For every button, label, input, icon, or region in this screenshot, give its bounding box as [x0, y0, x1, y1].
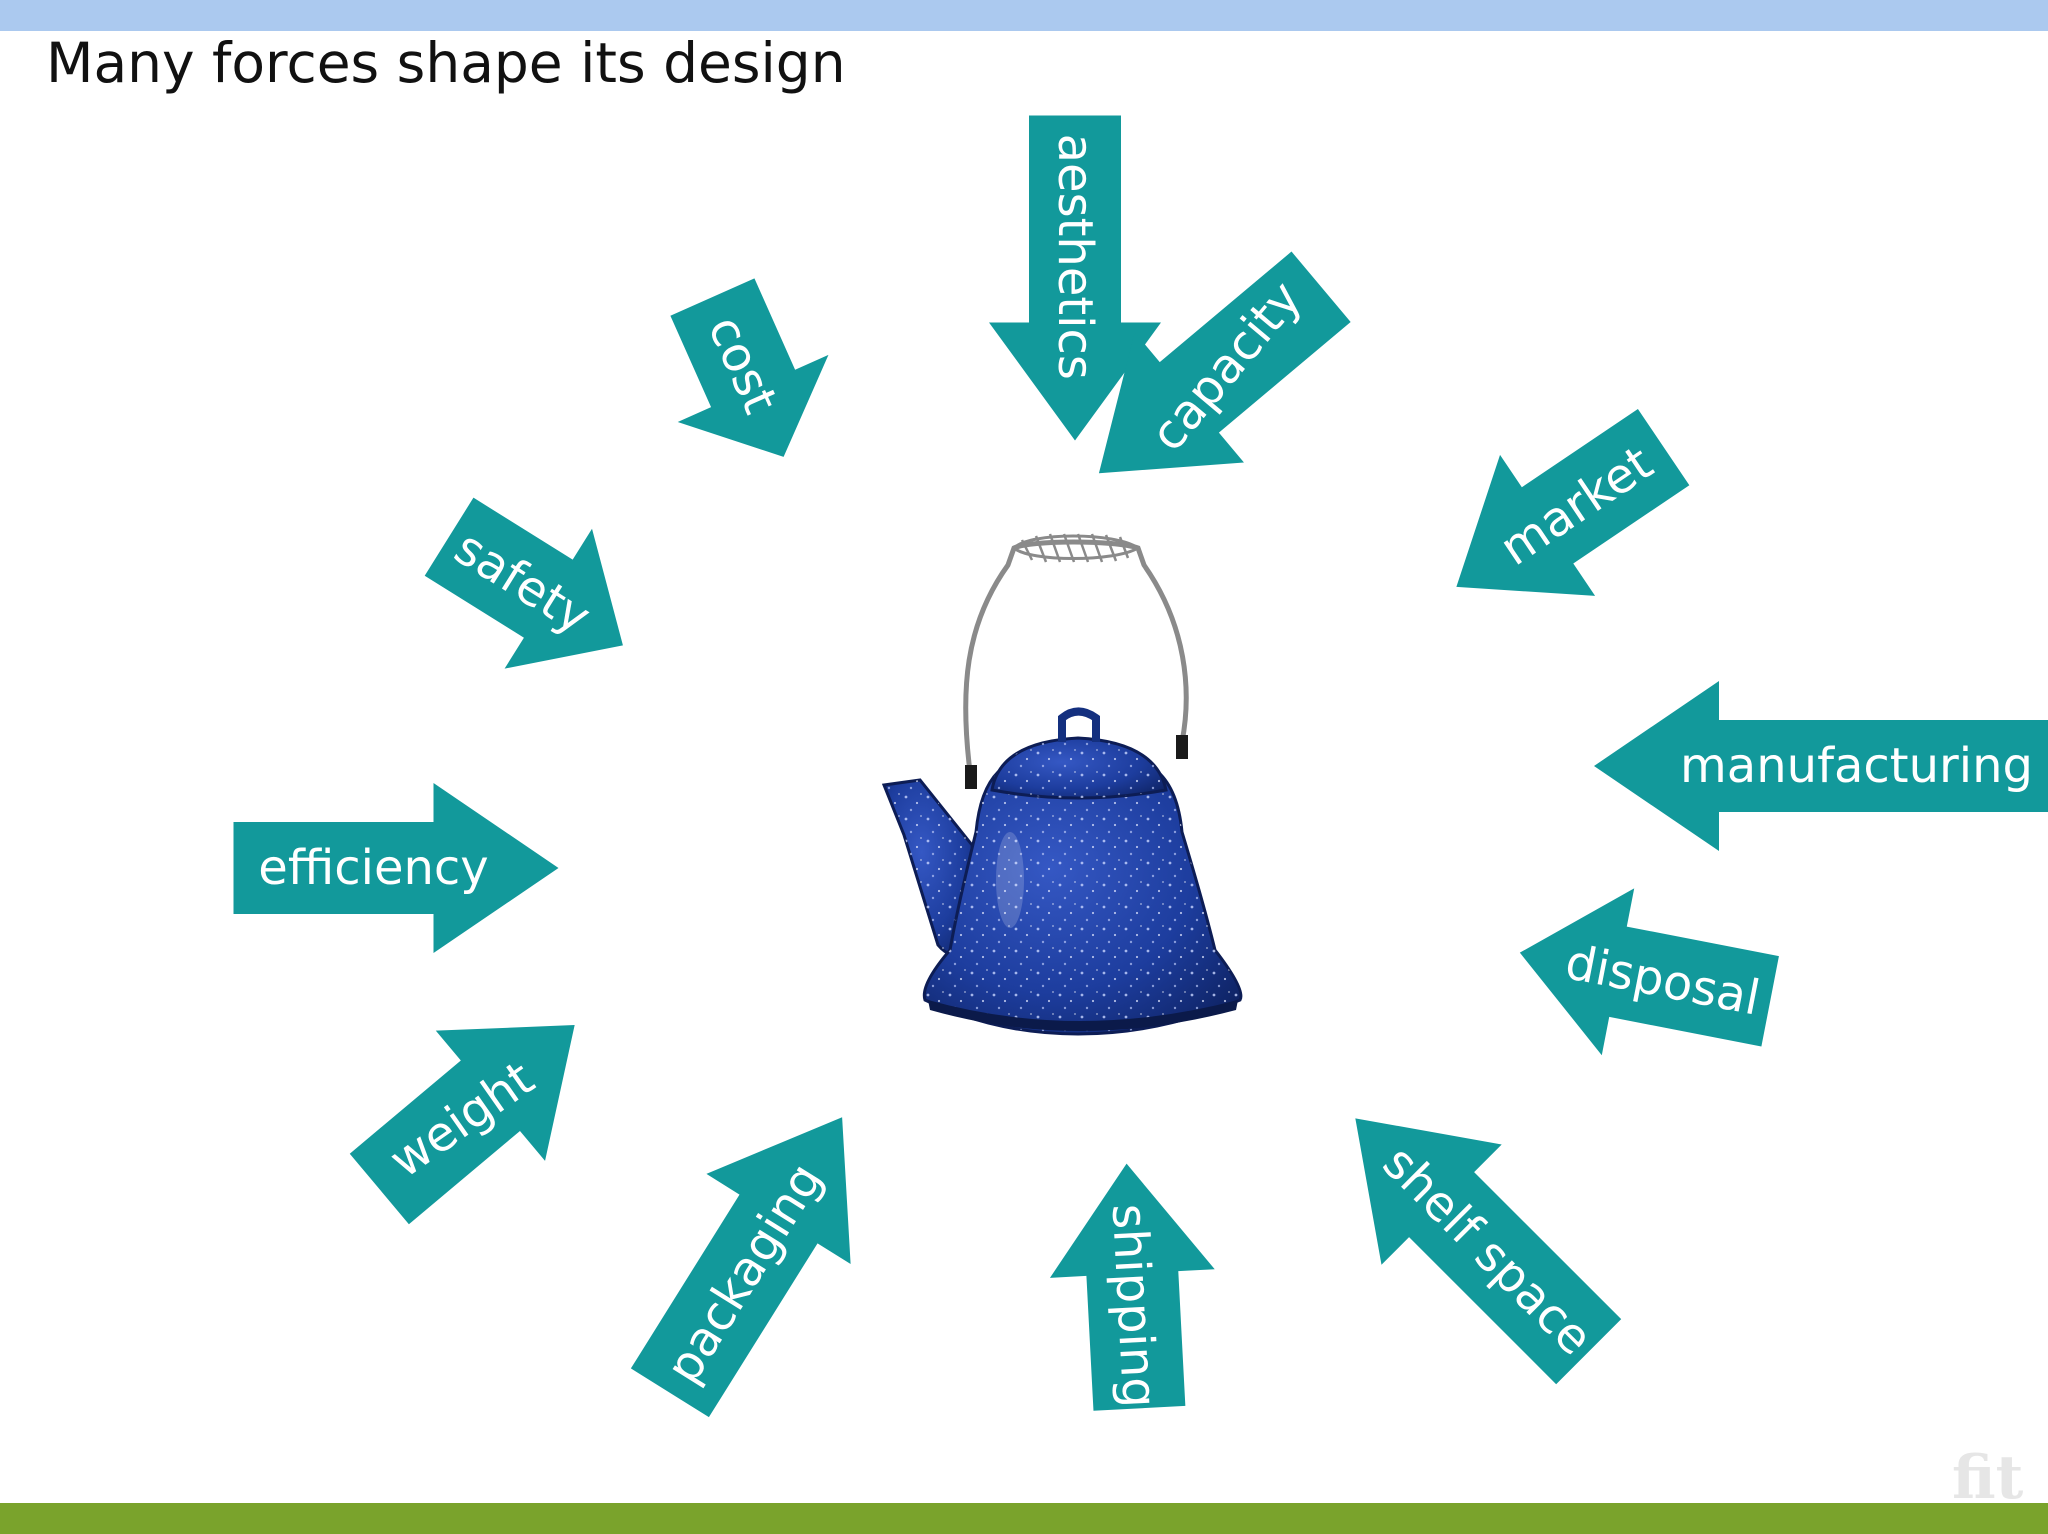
- arrow-shape: [1355, 1118, 1622, 1385]
- arrow-shape: [1519, 888, 1779, 1056]
- force-arrow-efficiency: efficiency: [233, 783, 559, 953]
- arrow-shape: [233, 783, 559, 953]
- force-arrow-aesthetics: aesthetics: [989, 115, 1161, 441]
- force-label-manufacturing: manufacturing: [1680, 738, 2033, 794]
- force-arrow-disposal: disposal: [1519, 888, 1779, 1056]
- force-label-shipping: shipping: [1101, 1202, 1168, 1409]
- bottom-accent-bar: [0, 1503, 2048, 1534]
- force-arrow-weight: weight: [349, 1025, 575, 1225]
- arrow-shape: [670, 278, 829, 457]
- handle-lugs: [965, 735, 1188, 789]
- force-arrow-manufacturing: manufacturing: [1594, 681, 2048, 851]
- slide-title: Many forces shape its design: [46, 31, 846, 95]
- force-label-aesthetics: aesthetics: [1047, 134, 1103, 380]
- arrow-shape: [630, 1117, 851, 1418]
- kettle-handle: [963, 533, 1189, 773]
- force-arrow-safety: safety: [424, 497, 623, 669]
- force-arrow-cost: cost: [670, 278, 829, 457]
- force-arrow-shelf-space: shelf space: [1355, 1118, 1622, 1385]
- enamel-kettle-icon: [881, 533, 1243, 1036]
- force-label-shelf-space: shelf space: [1372, 1135, 1603, 1366]
- arrow-shape: [989, 115, 1161, 441]
- kettle-body: [922, 755, 1243, 1036]
- arrow-shape: [349, 1025, 575, 1225]
- arrow-shape: [1594, 681, 2048, 851]
- force-label-efficiency: efficiency: [258, 840, 488, 896]
- top-accent-bar: [0, 0, 2048, 31]
- watermark-logo: fit: [1952, 1443, 2024, 1513]
- force-arrow-market: market: [1456, 408, 1690, 596]
- force-arrow-shipping: shipping: [1049, 1163, 1215, 1411]
- arrow-shape: [1456, 408, 1690, 596]
- arrow-shape: [1098, 251, 1351, 474]
- kettle-lid: [990, 707, 1168, 800]
- arrow-shape: [424, 497, 623, 669]
- force-arrow-packaging: packaging: [630, 1117, 851, 1418]
- arrow-shape: [1049, 1163, 1215, 1411]
